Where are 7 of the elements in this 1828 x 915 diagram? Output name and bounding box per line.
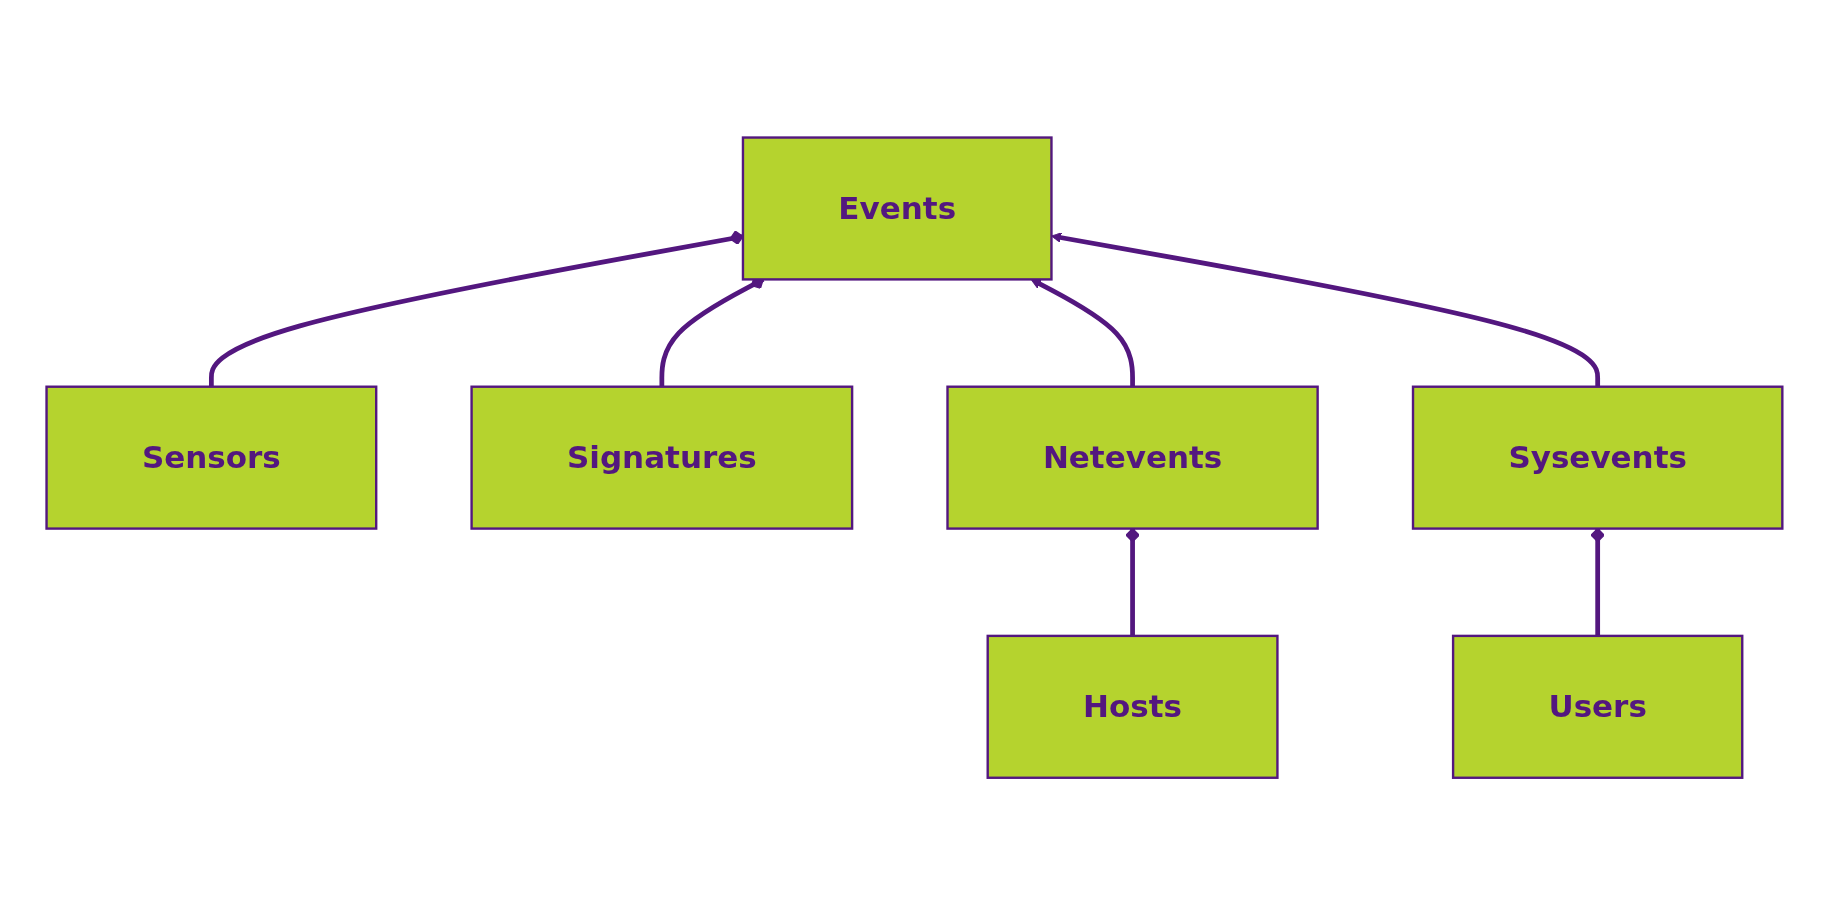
node-box: Netevents — [945, 385, 1319, 530]
node-box: Hosts — [986, 634, 1279, 779]
node-box: Sysevents — [1411, 385, 1784, 530]
node-box: Events — [741, 136, 1053, 281]
node-box: Sensors — [44, 385, 377, 530]
node-box: Users — [1451, 634, 1743, 779]
node-box: Signatures — [469, 385, 853, 530]
